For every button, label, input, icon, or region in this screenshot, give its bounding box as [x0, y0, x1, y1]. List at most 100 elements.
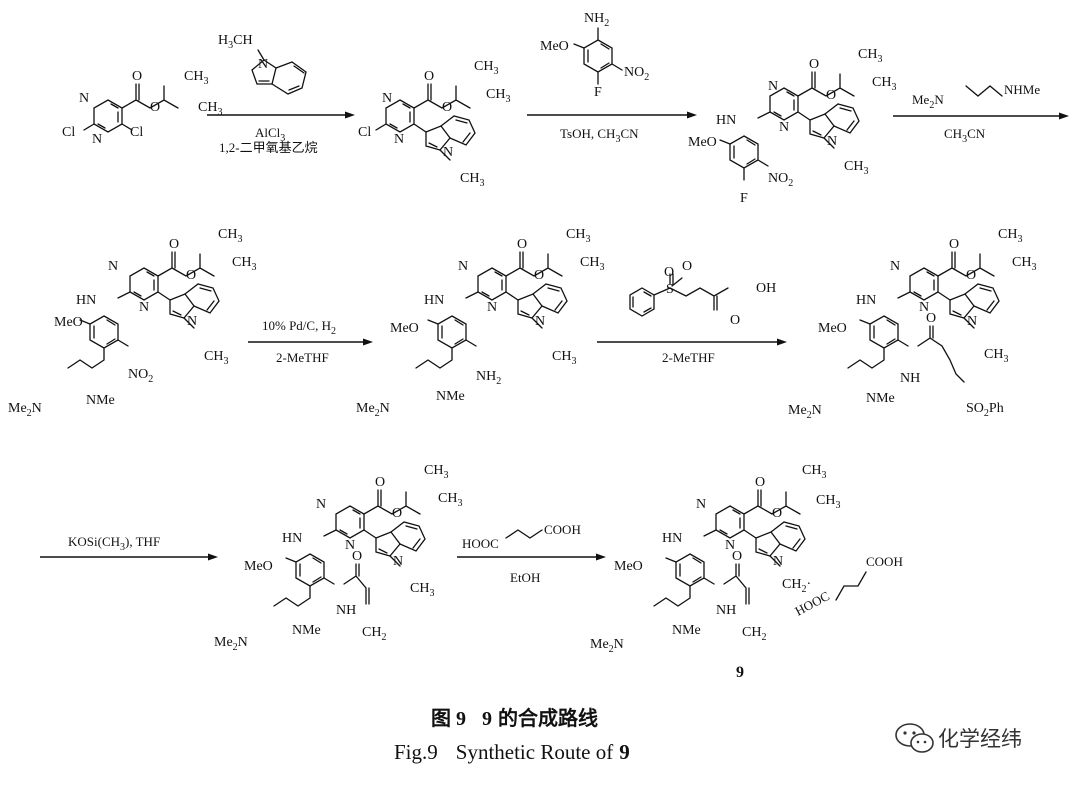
reagent-alcl3: AlCl3: [255, 125, 285, 144]
atom-n: N: [487, 300, 497, 315]
atom-o: O: [732, 549, 742, 564]
reagent-diamine: [965, 85, 1003, 97]
reagent-nhme: NHMe: [1004, 82, 1040, 97]
label-ch3: CH3: [802, 463, 826, 481]
wechat-icon: [895, 723, 934, 753]
label-cooh: COOH: [866, 554, 903, 569]
atom-o: O: [826, 88, 836, 103]
atom-o: O: [949, 237, 959, 252]
label-nme: NMe: [672, 623, 701, 638]
label-ch3: CH3: [198, 100, 222, 118]
label-hn: HN: [716, 113, 736, 128]
atom-n: N: [967, 314, 977, 329]
label-oh: OH: [756, 281, 776, 296]
aryl-ring-nitro-fluoro: [719, 135, 769, 181]
atom-o: O: [682, 259, 692, 274]
label-ch3: CH3: [580, 255, 604, 273]
atom-o: O: [926, 311, 936, 326]
label-ch3: CH3: [204, 349, 228, 367]
label-me2n: Me2N: [590, 637, 624, 655]
compound-diamine-nitro-intermediate: [117, 251, 220, 329]
reagent-kosime3-thf: KOSi(CH3), THF: [68, 534, 160, 553]
aryl-ring-nitro-amine: [67, 315, 129, 369]
atom-f: F: [594, 85, 602, 100]
label-ch3: CH3: [566, 227, 590, 245]
atom-s: S: [666, 282, 674, 297]
atom-n: N: [394, 132, 404, 147]
label-ch3: CH3: [552, 349, 576, 367]
reagent-tsoh-ch3cn: TsOH, CH3CN: [560, 126, 639, 145]
label-ch3: CH3: [460, 171, 484, 189]
aryl-ring-compound-9: [653, 553, 750, 607]
reagent-etoh: EtOH: [510, 570, 540, 585]
label-h3c: H3CH: [218, 33, 253, 51]
reagent-pd-h2: 10% Pd/C, H2: [262, 318, 336, 337]
label-ch3: CH3: [816, 493, 840, 511]
label-meo: MeO: [540, 39, 569, 54]
reagent-fluoro-methoxy-nitroaniline: [573, 27, 623, 85]
label-meo: MeO: [54, 315, 83, 330]
label-ch2: CH2: [362, 625, 386, 643]
atom-n: N: [382, 91, 392, 106]
label-ch2-dot: CH2·: [782, 577, 811, 595]
label-no2: NO2: [128, 367, 153, 385]
label-hn: HN: [282, 531, 302, 546]
label-me2n: Me2N: [8, 401, 42, 419]
label-cooh: COOH: [544, 522, 581, 537]
atom-o: O: [664, 265, 674, 280]
atom-f: F: [740, 191, 748, 206]
watermark-text: 化学经纬: [938, 727, 1022, 751]
label-me2n: Me2N: [214, 635, 248, 653]
compound-acrylamide-free-base: [323, 489, 426, 567]
label-so2ph: SO2Ph: [966, 401, 1004, 419]
reagent-n-methylindole: [251, 49, 307, 95]
label-ch3: CH3: [474, 59, 498, 77]
reagent-phenylsulfonyl-propanoic-acid: [629, 273, 729, 317]
atom-n: N: [345, 538, 355, 553]
compound-dichloropyrimidine-ester: [83, 83, 179, 133]
atom-n: N: [316, 497, 326, 512]
atom-n: N: [696, 497, 706, 512]
aryl-ring-acrylamide: [273, 553, 370, 607]
atom-n: N: [890, 259, 900, 274]
reagent-solvent-dme: 1,2-二甲氧基乙烷: [219, 140, 318, 155]
atom-o: O: [730, 313, 740, 328]
atom-o: O: [772, 506, 782, 521]
atom-o: O: [755, 475, 765, 490]
label-no2: NO2: [768, 171, 793, 189]
atom-o: O: [809, 57, 819, 72]
atom-o: O: [352, 549, 362, 564]
label-nh: NH: [336, 603, 356, 618]
label-no2: NO2: [624, 65, 649, 83]
label-ch3: CH3: [1012, 255, 1036, 273]
atom-n: N: [458, 259, 468, 274]
label-nme: NMe: [86, 393, 115, 408]
atom-o: O: [169, 237, 179, 252]
aryl-ring-amide: [847, 315, 965, 383]
compound-sulfonyl-amide-intermediate: [897, 251, 1000, 329]
atom-n: N: [108, 259, 118, 274]
compound-nitro-anilino-pyrimidine: [757, 71, 860, 149]
label-nh2: NH2: [584, 11, 609, 29]
atom-n: N: [535, 314, 545, 329]
reagent-succinic-acid: [505, 529, 543, 539]
atom-n: N: [92, 132, 102, 147]
label-ch3: CH3: [232, 255, 256, 273]
atom-cl: Cl: [62, 125, 75, 140]
label-hooc: HOOC: [462, 536, 499, 551]
label-meo: MeO: [614, 559, 643, 574]
compound-number-9: 9: [736, 664, 744, 681]
label-meo: MeO: [818, 321, 847, 336]
atom-n: N: [79, 91, 89, 106]
atom-o: O: [966, 268, 976, 283]
compound-2-chloro-indolyl-pyrimidine: [375, 83, 476, 161]
label-ch3: CH3: [218, 227, 242, 245]
label-hn: HN: [76, 293, 96, 308]
label-meo: MeO: [390, 321, 419, 336]
atom-cl: Cl: [358, 125, 371, 140]
label-ch3: CH3: [486, 87, 510, 105]
atom-n: N: [725, 538, 735, 553]
